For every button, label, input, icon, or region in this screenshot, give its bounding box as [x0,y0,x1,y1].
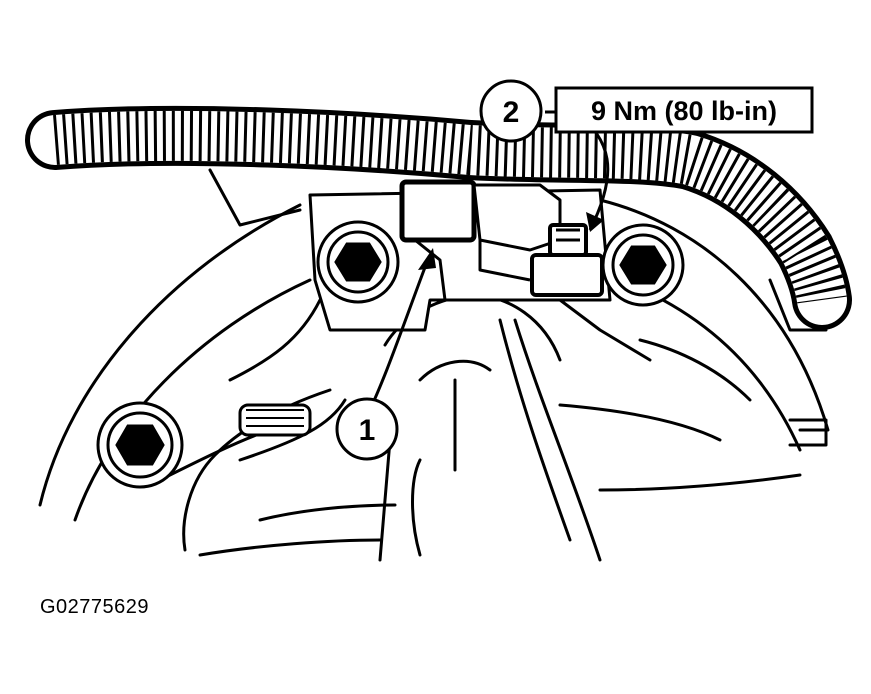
leader-arrow-2 [586,212,604,232]
sensor-retaining-bolt [530,223,604,297]
callout-1: 1 [335,397,399,461]
bolt-left-upper [316,220,400,304]
callout-2: 2 [479,79,543,143]
callout-2-number: 2 [503,96,520,129]
engine-housing [38,168,830,562]
torque-spec-text: 9 Nm (80 lb-in) [591,96,777,126]
wiring-harness [25,105,852,330]
figure-id-label: G02775629 [40,596,150,618]
torque-spec-box: 9 Nm (80 lb-in) [554,86,814,134]
harness-clip [238,403,312,437]
bolt-right [601,223,685,307]
callout-1-number: 1 [359,414,376,447]
leader-arrow-1 [418,248,436,270]
bolt-left-lower [96,401,184,489]
